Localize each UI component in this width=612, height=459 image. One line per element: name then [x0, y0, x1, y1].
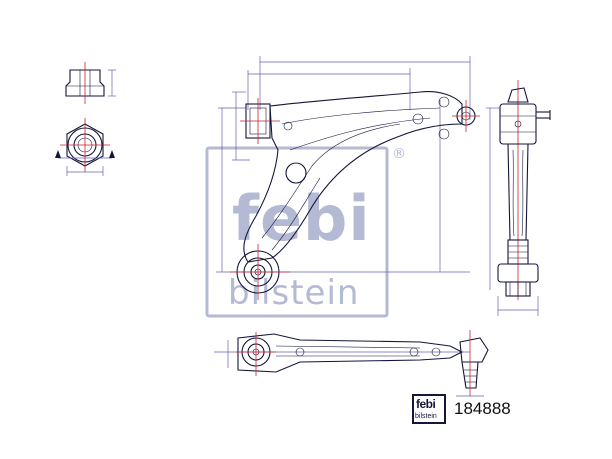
brand-logo: febi bilstein	[412, 394, 446, 424]
logo-sub: bilstein	[415, 413, 437, 420]
watermark-sub: bilstein	[228, 273, 359, 313]
nut-top-view	[55, 118, 115, 176]
nut-side-view	[65, 62, 116, 104]
logo-brand: febi	[416, 397, 436, 411]
watermark: febi bilstein ®	[205, 146, 407, 318]
control-arm-side-view	[214, 330, 489, 397]
watermark-brand: febi	[232, 182, 371, 255]
ball-joint-side-view	[486, 80, 551, 316]
watermark-registered: ®	[392, 146, 407, 162]
part-number: 184888	[454, 399, 511, 418]
control-arm-top-view	[216, 56, 480, 300]
